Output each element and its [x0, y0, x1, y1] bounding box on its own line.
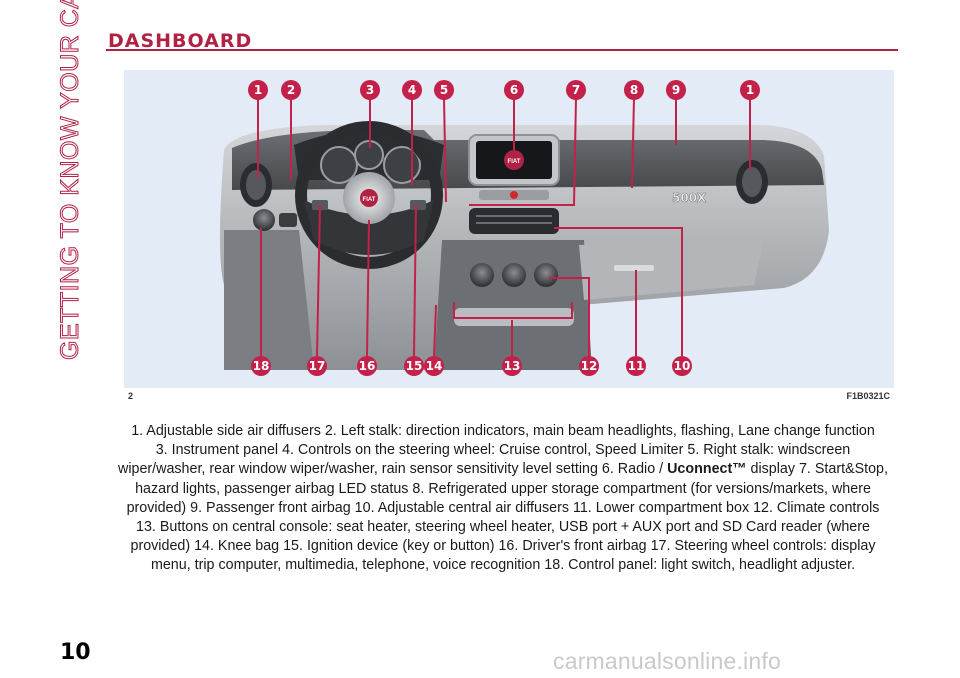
- callout-label: 17: [309, 359, 326, 373]
- dashboard-illustration: FIAT FIAT 500X: [220, 80, 829, 376]
- callout-16: [357, 356, 377, 376]
- callout-label: 12: [581, 359, 598, 373]
- light-switch: [253, 209, 275, 231]
- caption-text: display 7. Start&Stop,: [746, 461, 889, 478]
- callout-label: 3: [366, 83, 374, 97]
- caption-line: menu, trip computer, multimedia, telepho…: [150, 557, 856, 574]
- climate-knob-left: [470, 263, 494, 287]
- side-title-text: GETTING TO KNOW YOUR CAR: [56, 0, 84, 360]
- caption-line: provided) 14. Knee bag 15. Ignition devi…: [130, 538, 876, 555]
- climate-knob-right: [534, 263, 558, 287]
- caption-line: provided) 9. Passenger front airbag 10. …: [126, 499, 880, 516]
- lower-left-panel: [224, 230, 314, 370]
- dash-badge: 500X: [672, 191, 707, 205]
- callout-17: [307, 356, 327, 376]
- callout-10: [672, 356, 692, 376]
- callout-label: 9: [672, 83, 680, 97]
- caption-line: hazard lights, passenger airbag LED stat…: [135, 480, 871, 497]
- callout-11: [626, 356, 646, 376]
- callout-leaders-top: [257, 97, 751, 206]
- title-rule: [106, 49, 898, 51]
- callout-2: [281, 80, 301, 100]
- callouts-top: 1 2 3 4 5 6 7 8 9 1: [248, 80, 760, 100]
- callout-label: 6: [510, 83, 518, 97]
- wheel-logo: FIAT: [363, 197, 376, 203]
- glove-box-handle: [614, 265, 654, 271]
- callouts-bottom: 18 17 16 15 14 13 12 11 10: [251, 356, 692, 376]
- callout-6: [504, 80, 524, 100]
- callout-label: 1: [254, 83, 262, 97]
- callout-label: 18: [253, 359, 270, 373]
- radio-logo: FIAT: [508, 159, 521, 165]
- callout-4: [402, 80, 422, 100]
- caption-line: 1. Adjustable side air diffusers 2. Left…: [131, 423, 875, 439]
- callout-14: [424, 356, 444, 376]
- callout-label: 11: [628, 359, 645, 373]
- uconnect-label: Uconnect™: [667, 461, 747, 478]
- watermark: carmanualsonline.info: [553, 648, 781, 674]
- figure-caption: 1. Adjustable side air diffusers 2. Left…: [106, 422, 900, 576]
- callout-12: [579, 356, 599, 376]
- caption-text: wiper/washer, rear window wiper/washer, …: [118, 461, 668, 478]
- radio-logo-badge: [504, 150, 524, 170]
- page-number: 10: [60, 640, 91, 665]
- dashboard-figure: FIAT FIAT 500X: [124, 70, 894, 388]
- gauge-left: [320, 146, 358, 184]
- figure-number: 2: [128, 391, 134, 401]
- callout-label: 5: [440, 83, 448, 97]
- callout-label: 4: [408, 83, 416, 97]
- glove-box: [579, 240, 764, 300]
- caption-line: 13. Buttons on central console: seat hea…: [136, 519, 870, 536]
- hazard-button: [510, 191, 518, 199]
- callout-13: [502, 356, 522, 376]
- callout-8: [624, 80, 644, 100]
- callout-9: [666, 80, 686, 100]
- callout-label: 16: [359, 359, 376, 373]
- callout-1-left: [248, 80, 268, 100]
- side-title: GETTING TO KNOW YOUR CAR: [56, 0, 86, 361]
- callout-18: [251, 356, 271, 376]
- climate-knob-center: [502, 263, 526, 287]
- callout-label: 14: [426, 359, 443, 373]
- callout-label: 7: [572, 83, 580, 97]
- central-air-diffusers: [469, 208, 559, 234]
- wheel-controls-right: [410, 200, 426, 210]
- callout-label: 10: [674, 359, 691, 373]
- callout-label: 15: [406, 359, 423, 373]
- callout-5: [434, 80, 454, 100]
- callout-label: 1: [746, 83, 754, 97]
- figure-code: F1B0321C: [846, 391, 890, 401]
- caption-line: 3. Instrument panel 4. Controls on the s…: [155, 442, 851, 459]
- callout-1-right: [740, 80, 760, 100]
- section-title: DASHBOARD: [108, 30, 253, 52]
- callout-3: [360, 80, 380, 100]
- callout-label: 13: [504, 359, 521, 373]
- callout-15: [404, 356, 424, 376]
- wheel-logo-badge: [360, 189, 378, 207]
- callout-label: 2: [287, 83, 295, 97]
- caption-line: wiper/washer, rear window wiper/washer, …: [106, 460, 900, 479]
- callout-leaders-bottom: [260, 204, 683, 357]
- callout-label: 8: [630, 83, 638, 97]
- callout-7: [566, 80, 586, 100]
